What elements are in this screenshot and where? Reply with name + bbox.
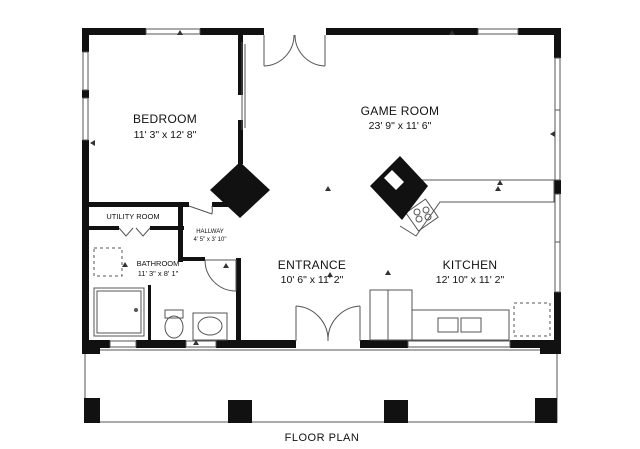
porch-column — [535, 398, 557, 423]
bathroom-sink — [192, 312, 228, 341]
entrance-dimensions: 10' 6" x 11' 2" — [281, 274, 344, 286]
porch-column — [84, 398, 100, 423]
windows — [82, 28, 561, 348]
porch-outline — [84, 349, 558, 423]
bedroom-dimensions: 11' 3" x 12' 8" — [134, 129, 197, 141]
kitchen-counters — [369, 179, 555, 341]
hallway-dimensions: 4' 5" x 3' 10" — [194, 237, 227, 243]
exterior-walls — [82, 28, 561, 354]
entrance-label: ENTRANCE — [278, 258, 346, 272]
floor-plan-caption: FLOOR PLAN — [285, 432, 360, 444]
column-cutout — [384, 170, 404, 190]
game-room-dimensions: 23' 9" x 11' 6" — [369, 120, 432, 132]
appliance-outlines — [93, 247, 551, 337]
doors — [118, 34, 361, 342]
hallway-label: HALLWAY — [196, 229, 224, 235]
bathroom-dimensions: 11' 3" x 8' 1" — [138, 269, 179, 278]
structural-columns — [210, 156, 428, 220]
porch-column — [228, 400, 252, 423]
bedroom-label: BEDROOM — [133, 112, 197, 126]
porch — [84, 349, 558, 423]
stove — [405, 198, 439, 232]
toilet — [164, 309, 184, 339]
arrow-markers — [90, 30, 555, 345]
game-room-label: GAME ROOM — [361, 104, 440, 118]
kitchen-label: KITCHEN — [443, 258, 498, 272]
porch-columns — [84, 398, 557, 423]
closet-door — [241, 42, 246, 130]
shower — [93, 287, 145, 337]
porch-column — [384, 400, 408, 423]
bathroom-label: BATHROOM — [137, 259, 180, 268]
kitchen-dimensions: 12' 10" x 11' 2" — [436, 274, 505, 286]
kitchen-sink — [437, 317, 482, 333]
utility-room-label: UTILITY ROOM — [106, 212, 159, 221]
